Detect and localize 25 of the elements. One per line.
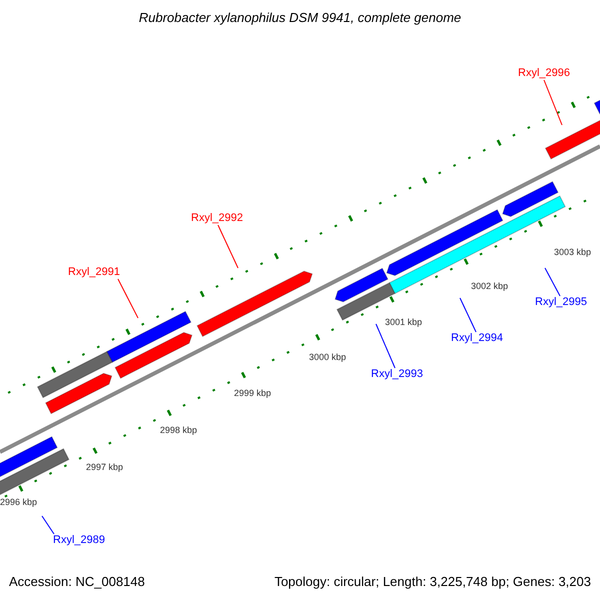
scale-label: 2996 kbp <box>0 497 38 508</box>
leader-line <box>218 224 238 268</box>
leader-line <box>460 298 476 332</box>
gene-label: Rxyl_2992 <box>191 212 243 225</box>
accession-text: Accession: NC_008148 <box>9 574 145 589</box>
leader-line <box>376 324 396 368</box>
title: Rubrobacter xylanophilus DSM 9941, complete genome <box>138 10 462 25</box>
gene-label: Rxyl_2993 <box>371 368 423 381</box>
scale-label: 3000 kbp <box>309 352 346 363</box>
gene-label: Rxyl_2994 <box>451 332 503 345</box>
scale-label: 3003 kbp <box>554 247 592 258</box>
gene-label: Rxyl_2991 <box>68 266 120 279</box>
gene-label: Rxyl_2989 <box>53 534 105 547</box>
leader-line <box>544 268 560 296</box>
scale-label: 3002 kbp <box>471 281 508 292</box>
leader-line <box>118 278 138 318</box>
genome-info-text: Topology: circular; Length: 3,225,748 bp; Genes: 3,203 <box>274 574 591 589</box>
scale-label: 3001 kbp <box>385 317 422 328</box>
scale-label: 2997 kbp <box>86 462 124 473</box>
leader-line <box>544 80 562 126</box>
gene-label: Rxyl_2996 <box>518 67 570 80</box>
gene-label: Rxyl_2995 <box>535 296 587 309</box>
scale-label: 2999 kbp <box>234 388 272 399</box>
scale-label: 2998 kbp <box>160 425 198 436</box>
leader-line <box>42 516 54 534</box>
